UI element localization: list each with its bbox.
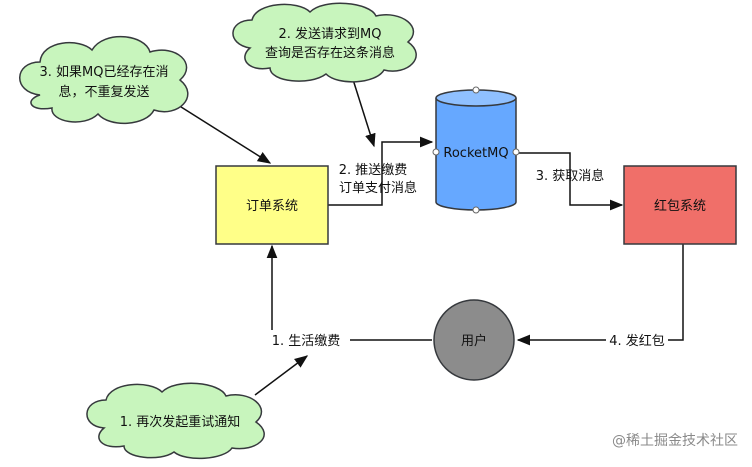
cloud-exists-line1: 3. 如果MQ已经存在消: [40, 64, 169, 80]
cloud-exists: 3. 如果MQ已经存在消 息，不重复发送: [19, 36, 189, 125]
edge-order-to-mq: [327, 136, 434, 206]
watermark: @稀土掘金技术社区: [612, 433, 738, 449]
cloud-query-line1: 2. 发送请求到MQ: [279, 26, 382, 42]
edge-label-send-red-packet: 4. 发红包: [609, 333, 665, 349]
cloud-retry-line1: 1. 再次发起重试通知: [120, 414, 241, 430]
connector-retry-to-edge: [254, 355, 309, 396]
edge-label-pay-fee: 1. 生活缴费: [272, 334, 341, 349]
red-packet-system-label: 红包系统: [654, 198, 706, 214]
edge-user-to-order: [266, 244, 432, 341]
cloud-query-line2: 查询是否存在这条消息: [265, 45, 395, 61]
edge-redpacket-to-user: [516, 244, 684, 346]
order-system-label: 订单系统: [246, 199, 298, 214]
connector-query-to-edge: [349, 69, 376, 148]
cloud-query: 2. 发送请求到MQ 查询是否存在这条消息: [232, 2, 417, 83]
edge-label-push-line2: 订单支付消息: [339, 180, 417, 196]
red-packet-system-node: 红包系统: [623, 165, 737, 245]
cloud-retry: 1. 再次发起重试通知: [86, 382, 265, 460]
edge-label-push-line1: 2. 推送缴费: [339, 163, 408, 178]
rocketmq-label: RocketMQ: [443, 146, 508, 161]
user-label: 用户: [461, 333, 487, 349]
user-node: 用户: [433, 299, 515, 381]
connector-exists-to-order: [169, 99, 272, 164]
rocketmq-node: RocketMQ: [432, 86, 520, 214]
cloud-exists-line2: 息，不重复发送: [58, 84, 149, 100]
edge-mq-to-redpacket: [516, 152, 624, 211]
order-system-node: 订单系统: [215, 165, 329, 245]
edge-label-fetch: 3. 获取消息: [536, 168, 605, 184]
